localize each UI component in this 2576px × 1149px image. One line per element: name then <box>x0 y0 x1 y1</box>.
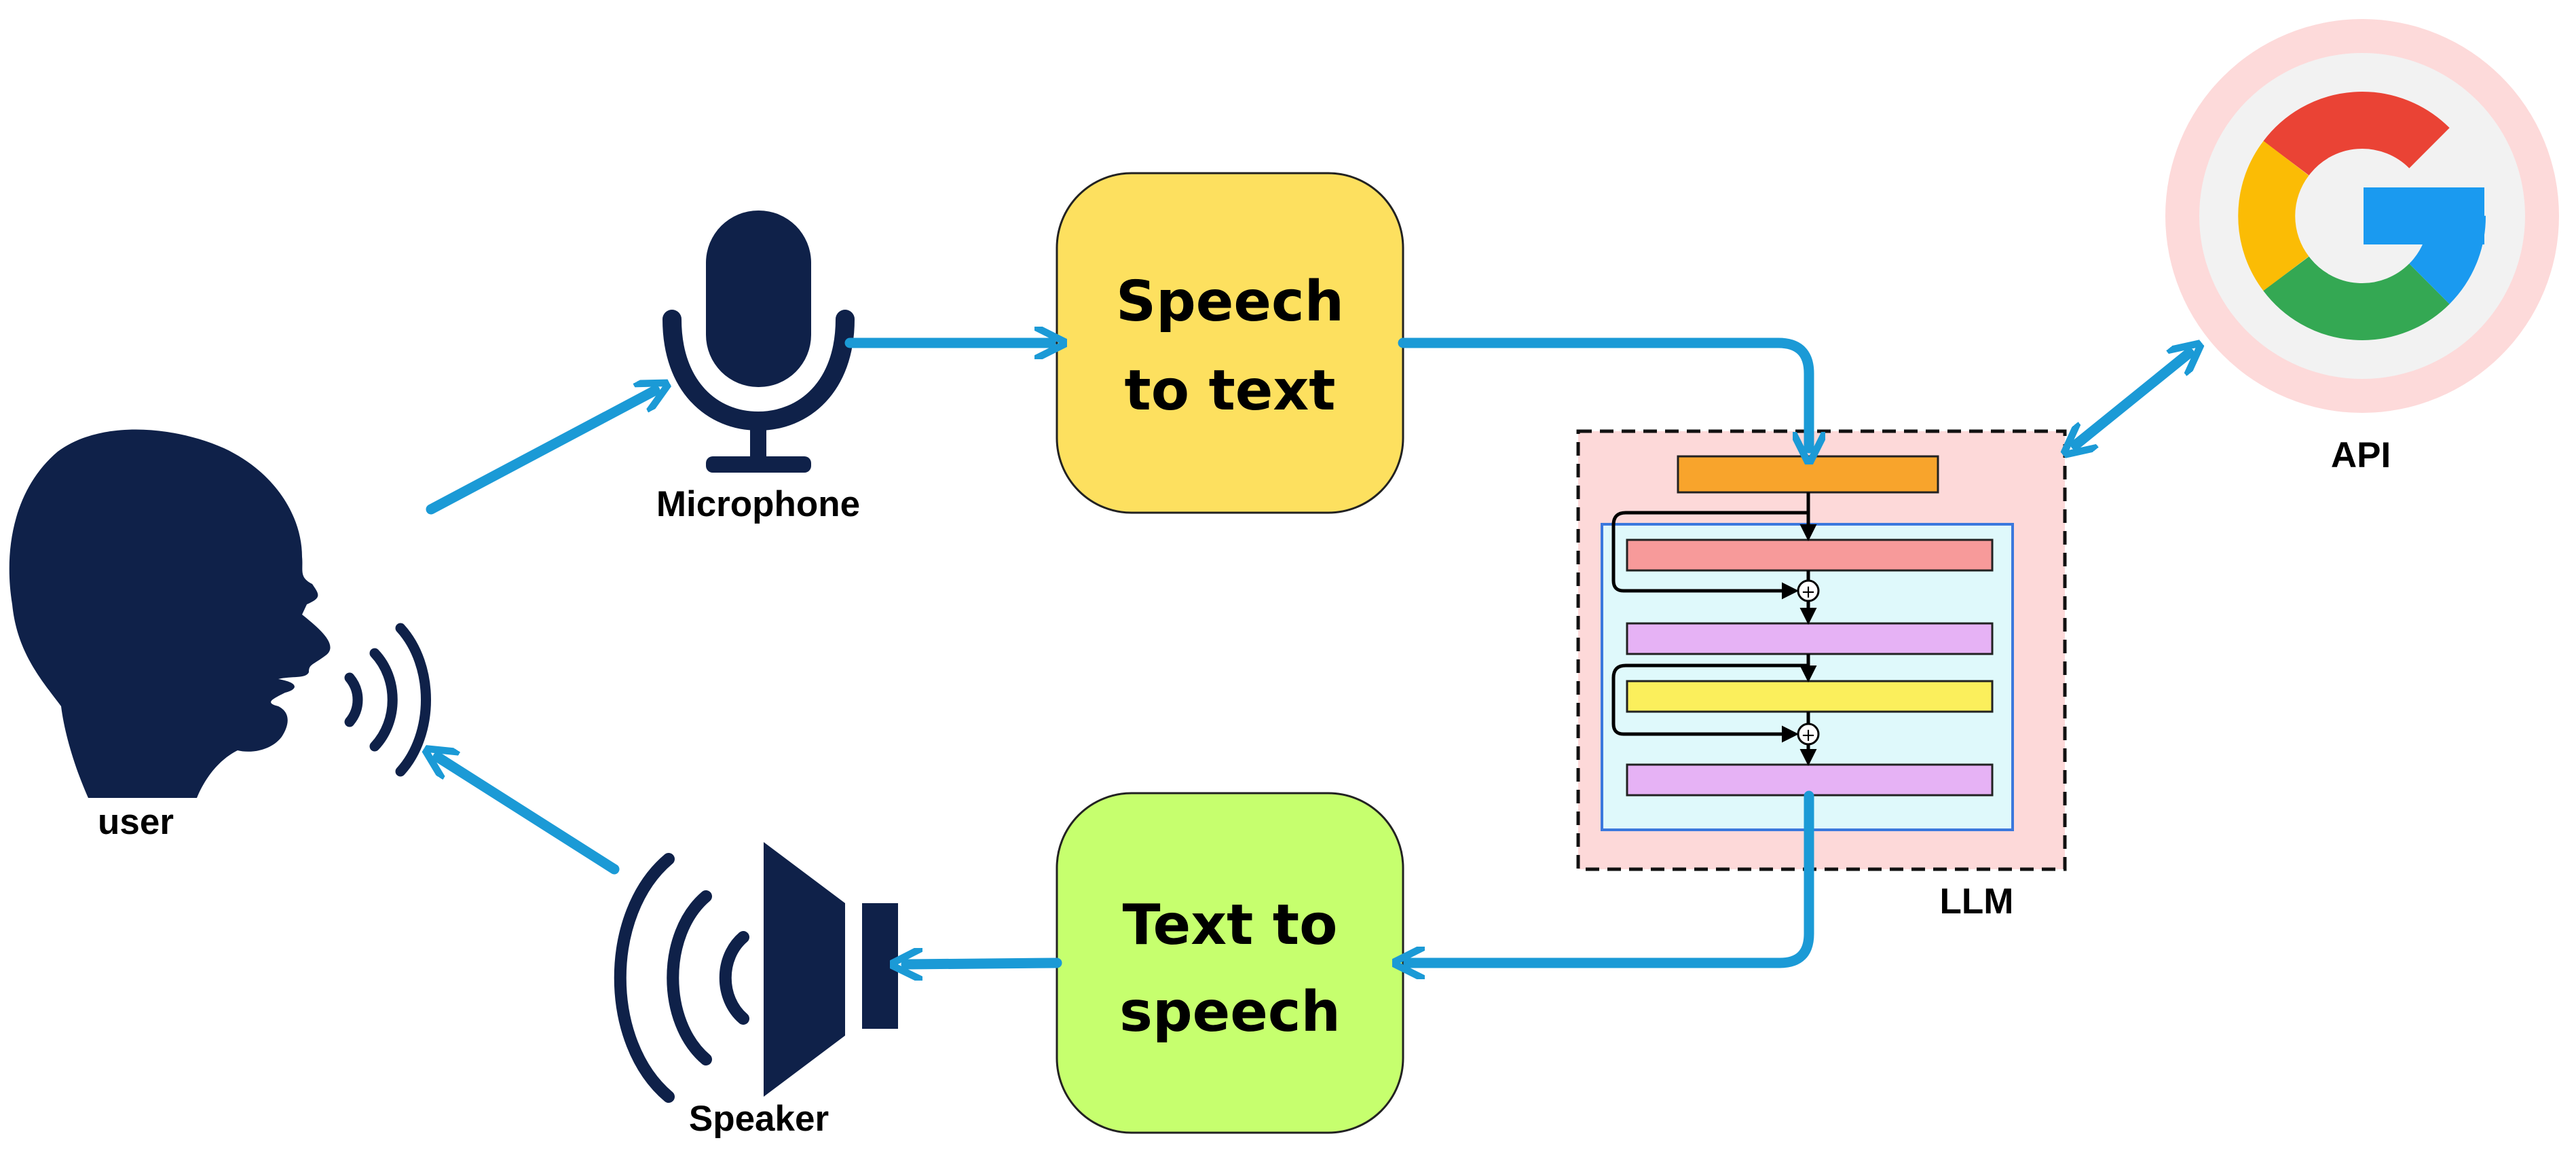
user-label: user <box>98 802 174 842</box>
microphone-icon <box>662 211 855 473</box>
sound-waves-icon <box>344 623 431 777</box>
speaker-icon <box>614 842 898 1103</box>
plus-symbol-2: + <box>1801 725 1816 746</box>
api-label: API <box>2331 435 2391 475</box>
plus-symbol-1: + <box>1801 582 1816 602</box>
arrow-user-to-microphone <box>426 390 655 515</box>
text-to-speech-box: Text to speech <box>1056 792 1404 1134</box>
llm-attention-layer <box>1626 539 1994 572</box>
llm-label: LLM <box>1940 881 2014 922</box>
text-to-speech-line2: speech <box>1119 980 1341 1044</box>
arrow-speaker-to-user <box>438 757 620 875</box>
llm-block: + + <box>1576 429 2067 871</box>
llm-add-node-1: + <box>1797 579 1820 602</box>
speech-to-text-box: Speech to text <box>1056 172 1404 514</box>
llm-residual-connections <box>1611 492 1817 766</box>
arrow-llm-to-tts <box>1408 790 1814 963</box>
llm-norm-layer-1 <box>1626 622 1994 655</box>
text-to-speech-line1: Text to <box>1123 893 1338 958</box>
speaker-label: Speaker <box>689 1099 829 1139</box>
llm-norm-layer-2 <box>1626 763 1994 797</box>
arrow-stt-to-llm <box>1398 338 1809 448</box>
arrow-tts-to-speaker <box>906 963 1062 964</box>
arrow-llm-api-bidirectional <box>2076 353 2189 445</box>
llm-feedforward-layer <box>1626 680 1994 713</box>
speech-to-text-line1: Speech <box>1116 270 1344 334</box>
google-icon <box>2165 19 2559 413</box>
llm-add-node-2: + <box>1797 723 1820 746</box>
llm-embedding-layer <box>1677 455 1939 494</box>
speech-to-text-line2: to text <box>1125 359 1336 423</box>
user-head-icon <box>9 429 331 798</box>
microphone-label: Microphone <box>656 484 860 524</box>
